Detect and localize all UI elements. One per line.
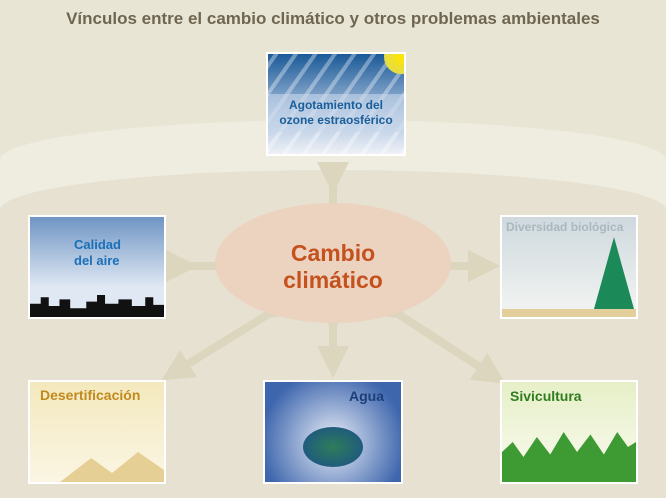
- node-biodiversity: Diversidad biológica: [500, 215, 638, 319]
- arrow-forestry: [369, 287, 506, 384]
- air-label-1: Calidad: [74, 237, 121, 252]
- desert-label: Desertificación: [40, 387, 141, 403]
- ozone-label-1: Agotamiento del: [288, 98, 383, 112]
- node-water: Agua: [263, 380, 403, 484]
- center-line2: climático: [283, 267, 383, 293]
- biodiversity-label: Diversidad biológica: [506, 220, 624, 234]
- forestry-label: Sivicultura: [510, 388, 582, 404]
- diagram-title: Vínculos entre el cambio climático y otr…: [66, 9, 600, 28]
- node-ozone: Agotamiento del ozone estraosférico: [266, 52, 406, 156]
- air-label-2: del aire: [74, 253, 120, 268]
- ozone-label-2: ozone estraosférico: [279, 113, 393, 127]
- dunes: [60, 452, 164, 482]
- globe-icon: [303, 427, 363, 467]
- center-line1: Cambio: [290, 240, 376, 266]
- arrow-desert: [161, 287, 298, 381]
- water-label: Agua: [349, 388, 384, 404]
- sun-icon: [384, 54, 404, 74]
- city-skyline: [30, 295, 164, 317]
- node-forestry: Sivicultura: [500, 380, 638, 484]
- center-ellipse: [215, 203, 451, 323]
- center-label: Cambio climático: [215, 240, 451, 294]
- forest: [502, 432, 636, 482]
- node-desertification: Desertificación: [28, 380, 166, 484]
- node-air-quality: Calidad del aire: [28, 215, 166, 319]
- tree-icon: [594, 237, 634, 309]
